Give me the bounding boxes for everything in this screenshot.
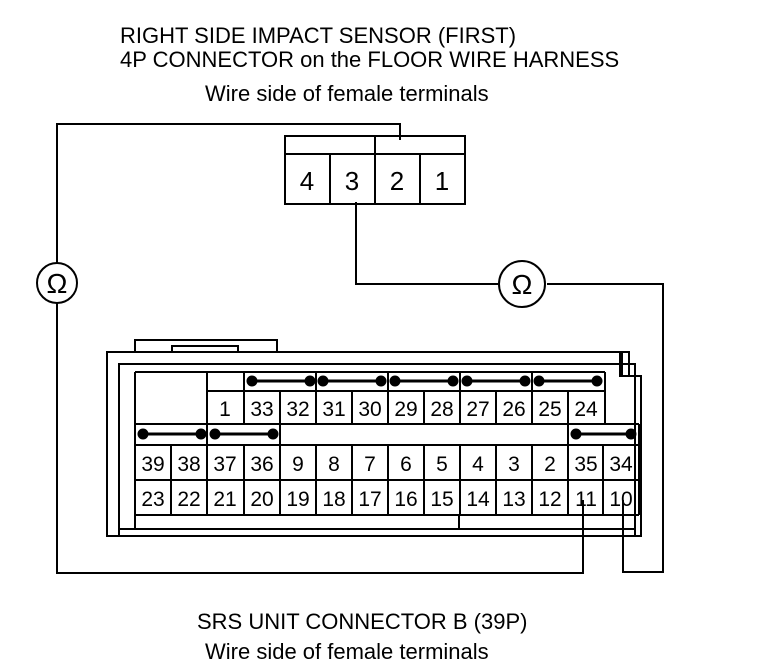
srs-pin-23: 23: [141, 488, 164, 511]
wire-pin2-to-ohm-left: [56, 123, 401, 264]
srs-pin-28: 28: [430, 398, 453, 421]
ohm-right-symbol: Ω: [512, 269, 533, 300]
srs-pin-14: 14: [466, 488, 490, 511]
srs-pin-17: 17: [358, 488, 381, 511]
srs-pin-29: 29: [394, 398, 417, 421]
srs-pin-18: 18: [322, 488, 345, 511]
srs-pin-3: 3: [508, 453, 520, 476]
sensor-pin-2: 2: [390, 166, 404, 196]
srs-pin-26: 26: [502, 398, 525, 421]
sensor-pin-labels: 4 3 2 1: [300, 166, 449, 196]
ohm-left-symbol: Ω: [47, 268, 68, 299]
sensor-pin-1: 1: [435, 166, 449, 196]
srs-connector-title: SRS UNIT CONNECTOR B (39P): [197, 609, 528, 634]
srs-pin-24: 24: [574, 398, 598, 421]
srs-pin-36: 36: [250, 453, 273, 476]
srs-pin-1: 1: [219, 398, 231, 421]
srs-pin-34: 34: [609, 453, 633, 476]
srs-pin-27: 27: [466, 398, 489, 421]
ohmmeter-right-icon: [498, 260, 546, 308]
srs-pin-35: 35: [574, 453, 597, 476]
srs-pin-32: 32: [286, 398, 309, 421]
ohmmeter-left-icon: [36, 262, 78, 304]
srs-pin-33: 33: [250, 398, 273, 421]
srs-pin-16: 16: [394, 488, 417, 511]
srs-pin-5: 5: [436, 453, 448, 476]
srs-pin-6: 6: [400, 453, 412, 476]
sensor-pin-4: 4: [300, 166, 314, 196]
srs-pin-22: 22: [177, 488, 200, 511]
wire-pin3-to-ohm-right: [355, 202, 498, 285]
srs-pin-31: 31: [322, 398, 345, 421]
srs-pin-8: 8: [328, 453, 340, 476]
shorting-bars: [137, 375, 637, 440]
srs-connector-body: [106, 351, 642, 537]
srs-pin-38: 38: [177, 453, 200, 476]
srs-pin-13: 13: [502, 488, 525, 511]
srs-connector-latch: [134, 339, 278, 352]
srs-pin-9: 9: [292, 453, 304, 476]
sensor-pin-3: 3: [345, 166, 359, 196]
srs-pin-20: 20: [250, 488, 273, 511]
srs-pin-11: 11: [575, 488, 597, 511]
wire-ohm-right-to-pin10: [547, 283, 664, 573]
sensor-wire-side-note: Wire side of female terminals: [205, 81, 489, 106]
srs-pin-39: 39: [141, 453, 164, 476]
srs-pin-12: 12: [538, 488, 561, 511]
srs-pin-21: 21: [213, 488, 236, 511]
srs-pin-19: 19: [286, 488, 309, 511]
srs-pin-37: 37: [213, 453, 236, 476]
srs-wire-side-note: Wire side of female terminals: [205, 639, 489, 664]
sensor-title: RIGHT SIDE IMPACT SENSOR (FIRST): [120, 23, 517, 48]
srs-pin-25: 25: [538, 398, 561, 421]
srs-pin-30: 30: [358, 398, 381, 421]
srs-pin-4: 4: [472, 453, 484, 476]
srs-pin-2: 2: [544, 453, 556, 476]
srs-connector-key: [621, 351, 630, 377]
srs-pin-7: 7: [364, 453, 376, 476]
srs-pin-10: 10: [609, 488, 632, 511]
srs-pin-15: 15: [430, 488, 453, 511]
sensor-subtitle: 4P CONNECTOR on the FLOOR WIRE HARNESS: [120, 47, 620, 72]
